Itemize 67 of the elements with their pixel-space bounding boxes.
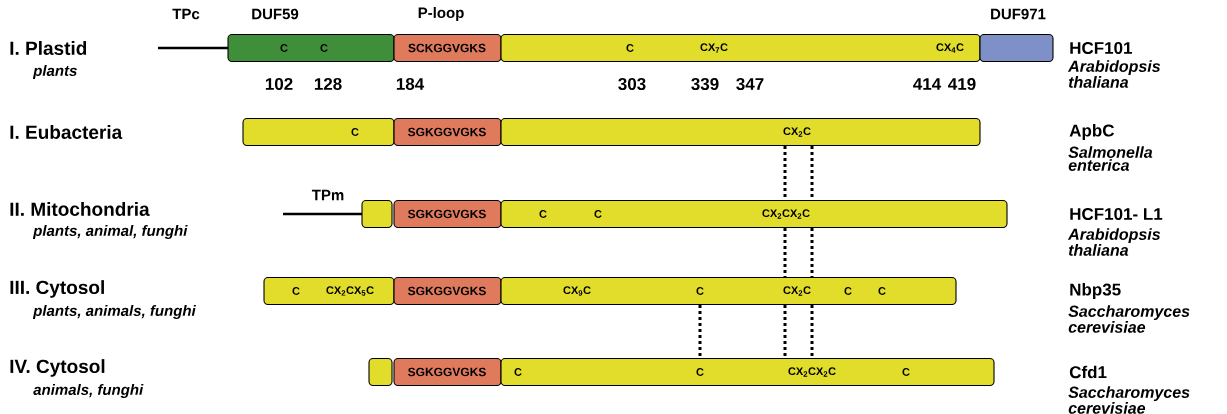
position-number: 419 xyxy=(948,78,976,90)
species-name: Saccharomyces cerevisiae xyxy=(1068,305,1190,333)
group-label: I. Plastid xyxy=(10,41,87,55)
motif-sequence: SGKGGVGKS xyxy=(408,286,486,296)
residue-label: C xyxy=(844,287,852,295)
group-label: III. Cytosol xyxy=(10,280,104,298)
residue-label: C xyxy=(878,287,886,295)
dotted-connector xyxy=(810,146,814,200)
group-label: IV. Cytosol xyxy=(10,359,105,377)
residue-label: C xyxy=(292,287,300,295)
residue-label: C xyxy=(626,44,634,52)
domain-bar xyxy=(368,357,393,387)
residue-label: C xyxy=(696,287,704,295)
position-number: 347 xyxy=(736,77,764,90)
dotted-connector xyxy=(783,228,787,277)
group-sublabel: plants, animals, funghi xyxy=(32,305,196,319)
residue-label: CX$_{4}$C xyxy=(936,43,964,53)
residue-label: CX$_{2}$CX$_{5}$C xyxy=(326,286,374,296)
position-number: 339 xyxy=(691,77,719,90)
species-name: Arabidopsis thaliana xyxy=(1067,60,1161,88)
residue-label: C xyxy=(539,210,547,218)
position-number: 128 xyxy=(314,78,342,90)
position-number: 303 xyxy=(618,77,646,90)
dotted-connector xyxy=(783,146,787,200)
dotted-connector xyxy=(698,305,702,358)
domain-label: P-loop xyxy=(418,7,464,21)
residue-label: CX$_{2}$CX$_{2}$C xyxy=(762,209,810,219)
header-label: TPc xyxy=(172,8,200,20)
protein-name: Cfd1 xyxy=(1069,365,1107,379)
residue-label: CX$_{2}$CX$_{2}$C xyxy=(788,367,836,377)
residue-label: C xyxy=(902,368,910,376)
position-number: 184 xyxy=(396,78,425,90)
species-name: Arabidopsis thaliana xyxy=(1067,228,1161,256)
group-sublabel: animals, funghi xyxy=(33,384,144,398)
domain-bar xyxy=(361,199,393,229)
residue-label: C xyxy=(351,128,359,136)
protein-name: ApbC xyxy=(1069,124,1115,140)
domain-label: DUF59 xyxy=(252,8,299,20)
residue-label: C xyxy=(696,368,704,376)
protein-name: HCF101 xyxy=(1070,42,1132,54)
residue-label: CX$_{2}$C xyxy=(783,127,811,137)
species-name: Saccharomyces cerevisiae xyxy=(1068,386,1190,414)
motif-sequence: SCKGGVGKS xyxy=(408,43,486,53)
dotted-connector xyxy=(810,228,814,277)
domain-label: DUF971 xyxy=(991,8,1046,20)
residue-label: C xyxy=(594,210,602,218)
group-label: I. Eubacteria xyxy=(10,125,123,139)
residue-label: C xyxy=(514,368,522,376)
residue-label: C xyxy=(320,44,328,52)
group-sublabel: plants, animal, funghi xyxy=(32,225,188,239)
residue-label: CX$_{9}$C xyxy=(563,286,591,296)
group-sublabel: plants xyxy=(32,65,77,79)
header-label: TPm xyxy=(311,189,344,201)
position-number: 414 xyxy=(913,78,942,90)
species-name: Salmonella enterica xyxy=(1068,146,1153,171)
residue-label: C xyxy=(280,44,288,52)
dotted-connector xyxy=(810,305,814,358)
protein-name: Nbp35 xyxy=(1070,283,1121,299)
motif-sequence: SGKGGVGKS xyxy=(408,209,486,219)
position-number: 102 xyxy=(265,78,293,90)
motif-sequence: SGKGGVGKS xyxy=(408,367,486,377)
dotted-connector xyxy=(783,305,787,358)
protein-name: HCF101- L1 xyxy=(1070,207,1163,220)
residue-label: CX$_{7}$C xyxy=(700,43,728,53)
motif-sequence: SGKGGVGKS xyxy=(408,127,486,137)
residue-label: CX$_{2}$C xyxy=(783,286,811,296)
group-label: II. Mitochondria xyxy=(10,202,150,216)
